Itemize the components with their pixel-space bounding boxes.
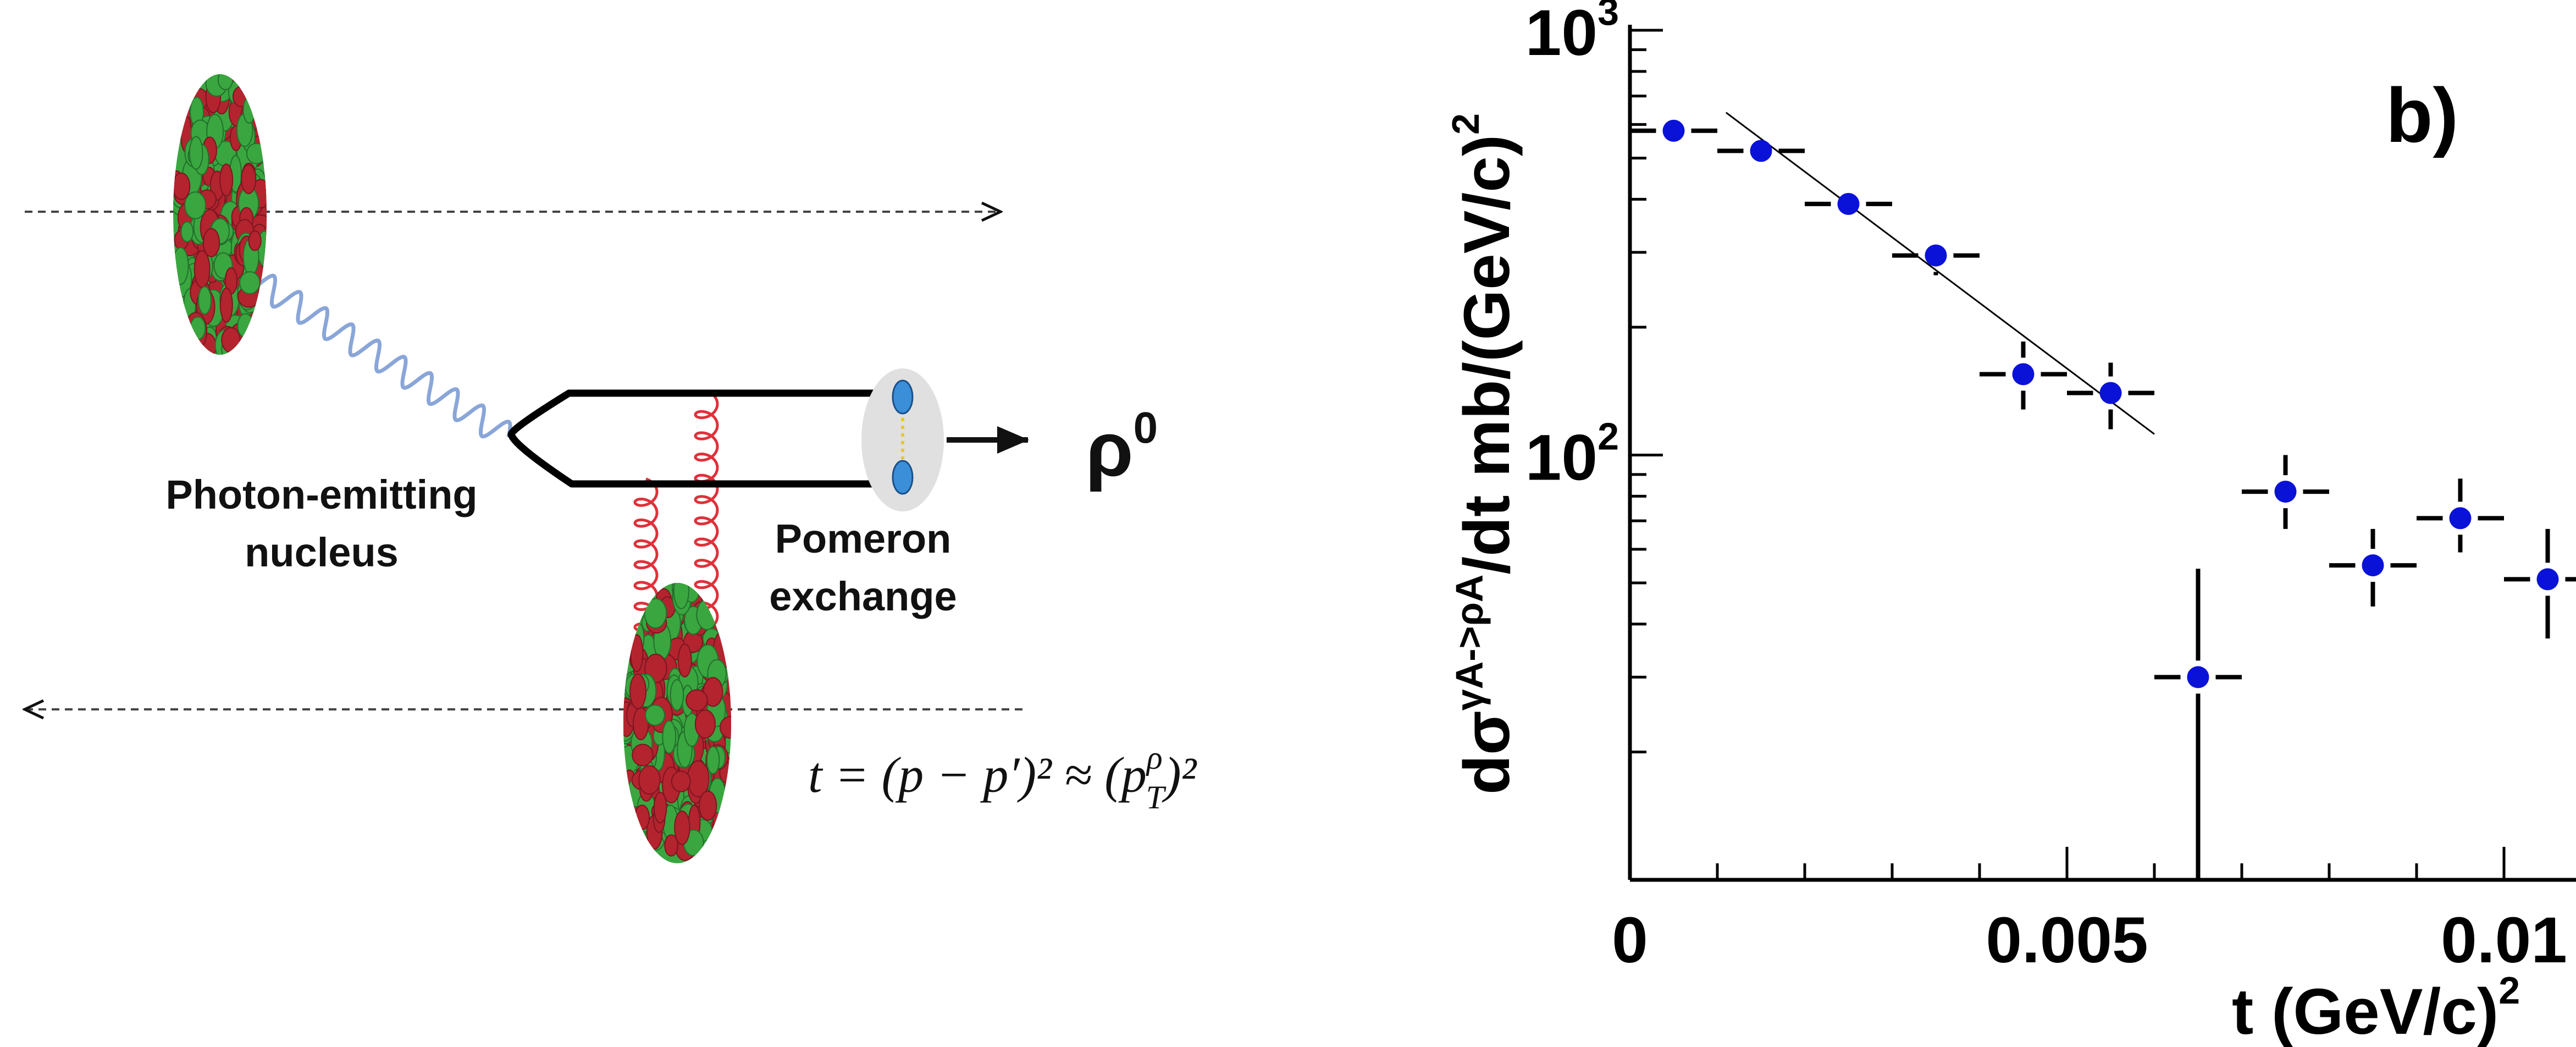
formula-tail: )² [1162, 747, 1197, 803]
nucleon-proton [674, 811, 690, 845]
data-point [1925, 244, 1947, 267]
data-point [2012, 363, 2035, 385]
nucleon-proton [632, 743, 654, 767]
nucleon-neutron [644, 598, 667, 629]
x-axis-title: t (GeV/c)2 [2232, 969, 2520, 1047]
data-point [1750, 140, 1772, 162]
photon-line [244, 273, 512, 439]
fit-line [1725, 112, 2155, 435]
meson-blob [861, 368, 944, 511]
x-tick-label: 0 [1612, 904, 1648, 977]
nucleon-neutron [662, 720, 677, 754]
error-bars [1630, 128, 2576, 880]
quark-icon-bottom [892, 460, 914, 495]
nucleon-proton [671, 770, 691, 792]
data-point [2187, 666, 2209, 688]
data-points [1662, 119, 2559, 688]
nucleus-bottom-icon [623, 583, 731, 863]
quark-icon-top [892, 379, 914, 415]
nucleon-proton [638, 765, 661, 795]
axes [1628, 25, 2576, 882]
y-axis-title-exponent: 2 [1444, 113, 1487, 135]
nucleon-proton [241, 164, 257, 194]
nucleon-neutron [246, 142, 267, 164]
nucleon-neutron [184, 191, 207, 219]
nucleon-proton [664, 834, 678, 857]
formula-sub-t: T [1146, 779, 1167, 815]
nucleon-neutron [173, 247, 189, 285]
nucleon-proton [699, 790, 717, 821]
nucleon-neutron [242, 96, 256, 124]
data-point [2099, 382, 2122, 404]
nucleon-neutron [239, 271, 261, 295]
x-tick-label: 0.005 [1986, 904, 2148, 977]
data-point [1837, 192, 1860, 215]
y-axis-title-d: dσ [1451, 710, 1523, 795]
meson-symbol: ρ [1086, 406, 1134, 492]
meson-charge: 0 [1134, 403, 1158, 452]
nucleon-proton [630, 634, 644, 673]
y-tick-label-exponent: 2 [1597, 415, 1619, 458]
nucleon-neutron [645, 704, 665, 726]
y-tick-label-base: 10 [1525, 422, 1597, 494]
nucleon-neutron [189, 136, 203, 170]
data-point [2274, 481, 2297, 503]
nucleus-top-icon [173, 74, 267, 355]
nucleon-neutron [670, 679, 684, 711]
nucleon-proton [694, 709, 716, 739]
y-tick-label: 102 [1525, 415, 1619, 494]
nucleon-neutron [217, 74, 234, 90]
nucleon-proton [248, 230, 262, 251]
fit-line-group [1725, 112, 2155, 435]
quark-loop [507, 389, 910, 488]
nucleon-neutron [180, 221, 194, 243]
data-point [2536, 568, 2559, 591]
x-tick-label: 0.01 [2441, 904, 2567, 977]
y-tick-label-base: 10 [1525, 0, 1597, 69]
pomeron-label-line1: Pomeron [775, 516, 952, 561]
y-axis-title-rest: /dt mb/(GeV/c) [1451, 135, 1523, 575]
data-point [2449, 507, 2472, 530]
nucleon-proton [219, 163, 234, 197]
nucleon-neutron [706, 746, 720, 775]
nucleon-proton [221, 327, 241, 353]
nucleon-proton [677, 643, 692, 677]
nucleon-proton [219, 288, 233, 323]
gluon-line-left [633, 477, 659, 632]
formula-main: t = (p − p′)² ≈ (p [808, 747, 1147, 803]
meson-label: ρ0 [1086, 403, 1158, 492]
formula-sup-rho: ρ [1146, 740, 1163, 776]
nucleon-proton [629, 673, 646, 709]
nucleon-neutron [198, 286, 212, 315]
gluon-line-right [694, 389, 719, 632]
data-point [2362, 554, 2384, 577]
y-tick-label-exponent: 3 [1597, 0, 1619, 33]
nucleon-proton [686, 689, 708, 712]
nucleon-proton [634, 804, 650, 830]
nucleon-neutron [673, 583, 690, 609]
x-axis-title-exponent: 2 [2498, 969, 2520, 1012]
nucleus-label-line2: nucleus [245, 530, 399, 575]
y-axis-title: dσγA->ρA/dt mb/(GeV/c)2 [1444, 113, 1523, 795]
nucleon-neutron [237, 313, 254, 338]
nucleon-proton [173, 172, 191, 200]
x-axis-title-main: t (GeV/c) [2232, 976, 2498, 1047]
nucleon-proton [202, 228, 220, 257]
diagram-panel: Photon-emitting nucleus Pomeron exchange… [25, 74, 1197, 863]
panel-label: b) [2386, 72, 2458, 158]
nucleon-proton [194, 250, 211, 288]
nucleon-proton [653, 791, 667, 824]
y-tick-label: 103 [1525, 0, 1619, 69]
pomeron-label-line2: exchange [769, 574, 957, 619]
nucleon-proton [720, 715, 731, 739]
y-axis-title-superscript: γA->ρA [1448, 575, 1491, 711]
nucleon-neutron [190, 316, 206, 340]
nucleus-label-line1: Photon-emitting [165, 472, 477, 517]
data-point [1662, 119, 1685, 142]
